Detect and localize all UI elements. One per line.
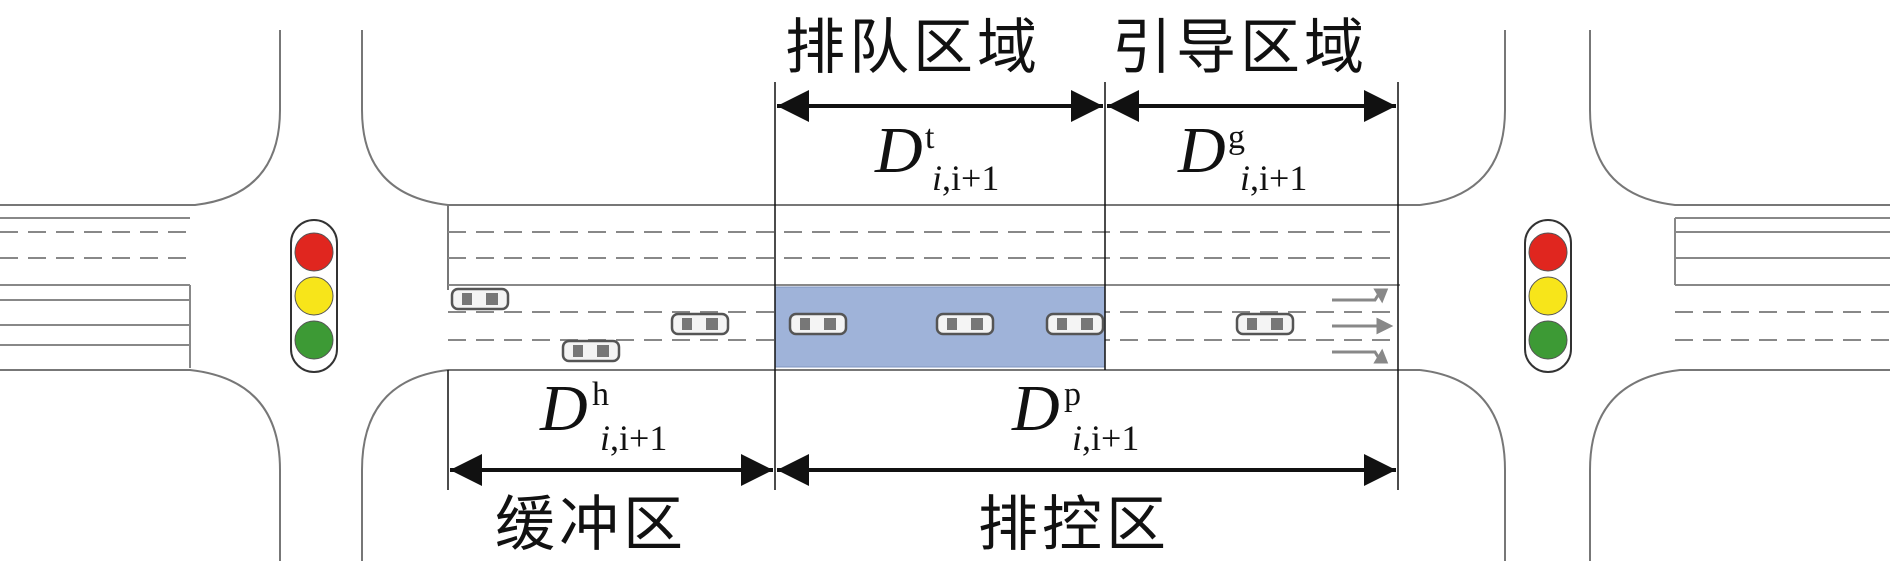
- svg-text:g: g: [1228, 119, 1245, 156]
- svg-text:i,i+1: i,i+1: [1072, 418, 1139, 458]
- svg-text:h: h: [592, 376, 609, 413]
- svg-text:D: D: [1011, 372, 1060, 445]
- svg-text:i,i+1: i,i+1: [932, 158, 999, 198]
- svg-text:i,i+1: i,i+1: [1240, 158, 1307, 198]
- buffer-zone-label: 缓冲区: [495, 490, 687, 560]
- queue-zone-label: 排队区域: [785, 13, 1041, 83]
- car-icon: [935, 312, 995, 336]
- svg-text:i,i+1: i,i+1: [600, 418, 667, 458]
- car-icon: [1235, 312, 1295, 336]
- car-icon: [450, 287, 510, 311]
- distance-g-label: D g i,i+1: [1177, 114, 1307, 198]
- car-icon: [1045, 312, 1105, 336]
- left-approach-lanes: [0, 217, 191, 368]
- right-approach-lanes: [1674, 217, 1890, 341]
- right-intersection: [1419, 30, 1890, 561]
- zone-boundaries: [447, 82, 1399, 490]
- lane-arrow-icon: [1332, 288, 1394, 364]
- distance-h-label: D h i,i+1: [539, 372, 667, 458]
- guide-zone-label: 引导区域: [1112, 13, 1368, 83]
- road-edges: [447, 204, 1420, 371]
- traffic-light-icon: [290, 219, 338, 373]
- svg-text:t: t: [925, 119, 935, 156]
- distance-p-label: D p i,i+1: [1011, 372, 1139, 458]
- svg-text:D: D: [1177, 114, 1226, 187]
- car-icon: [670, 312, 730, 336]
- car-icon: [788, 312, 848, 336]
- left-intersection: [0, 30, 449, 561]
- traffic-light-icon: [1524, 219, 1572, 373]
- distance-t-label: D t i,i+1: [874, 114, 999, 198]
- control-zone-label: 排控区: [978, 490, 1170, 560]
- svg-text:D: D: [539, 372, 588, 445]
- car-icon: [561, 339, 621, 363]
- svg-text:p: p: [1064, 376, 1081, 413]
- svg-text:D: D: [874, 114, 923, 187]
